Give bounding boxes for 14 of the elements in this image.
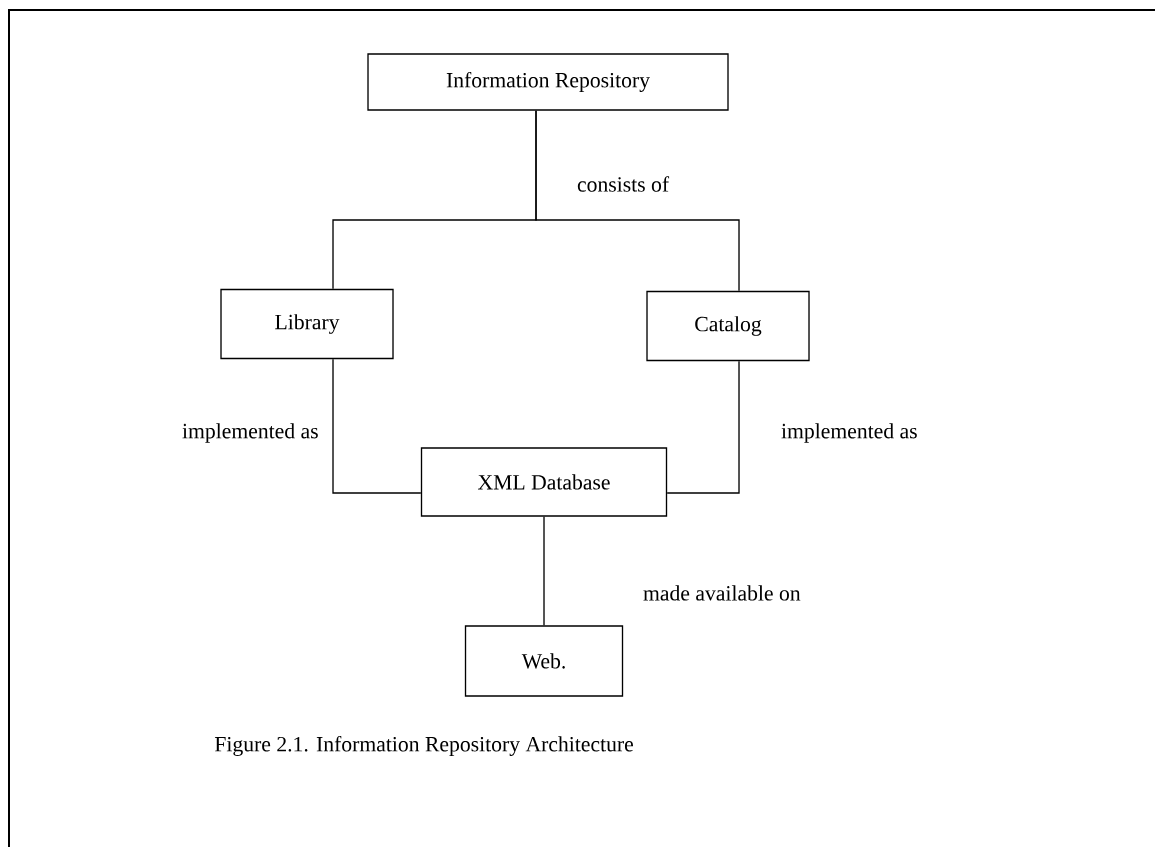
edge-label: made available on xyxy=(643,585,801,601)
box: Library xyxy=(220,288,394,360)
connector-line xyxy=(666,360,740,494)
box: Information Repository xyxy=(367,53,729,111)
edge-label: implemented as xyxy=(182,423,318,443)
edge-label: implemented as xyxy=(781,423,917,443)
box: XML Database xyxy=(420,447,668,517)
connector-line xyxy=(543,516,545,626)
connector-line xyxy=(535,110,740,292)
connector-line xyxy=(332,358,422,494)
box: Catalog xyxy=(646,290,810,362)
box: Web. xyxy=(464,625,624,697)
edge-label: consists of xyxy=(577,176,670,192)
caption: Figure 2.1. Information Repository Architecture xyxy=(214,736,633,756)
